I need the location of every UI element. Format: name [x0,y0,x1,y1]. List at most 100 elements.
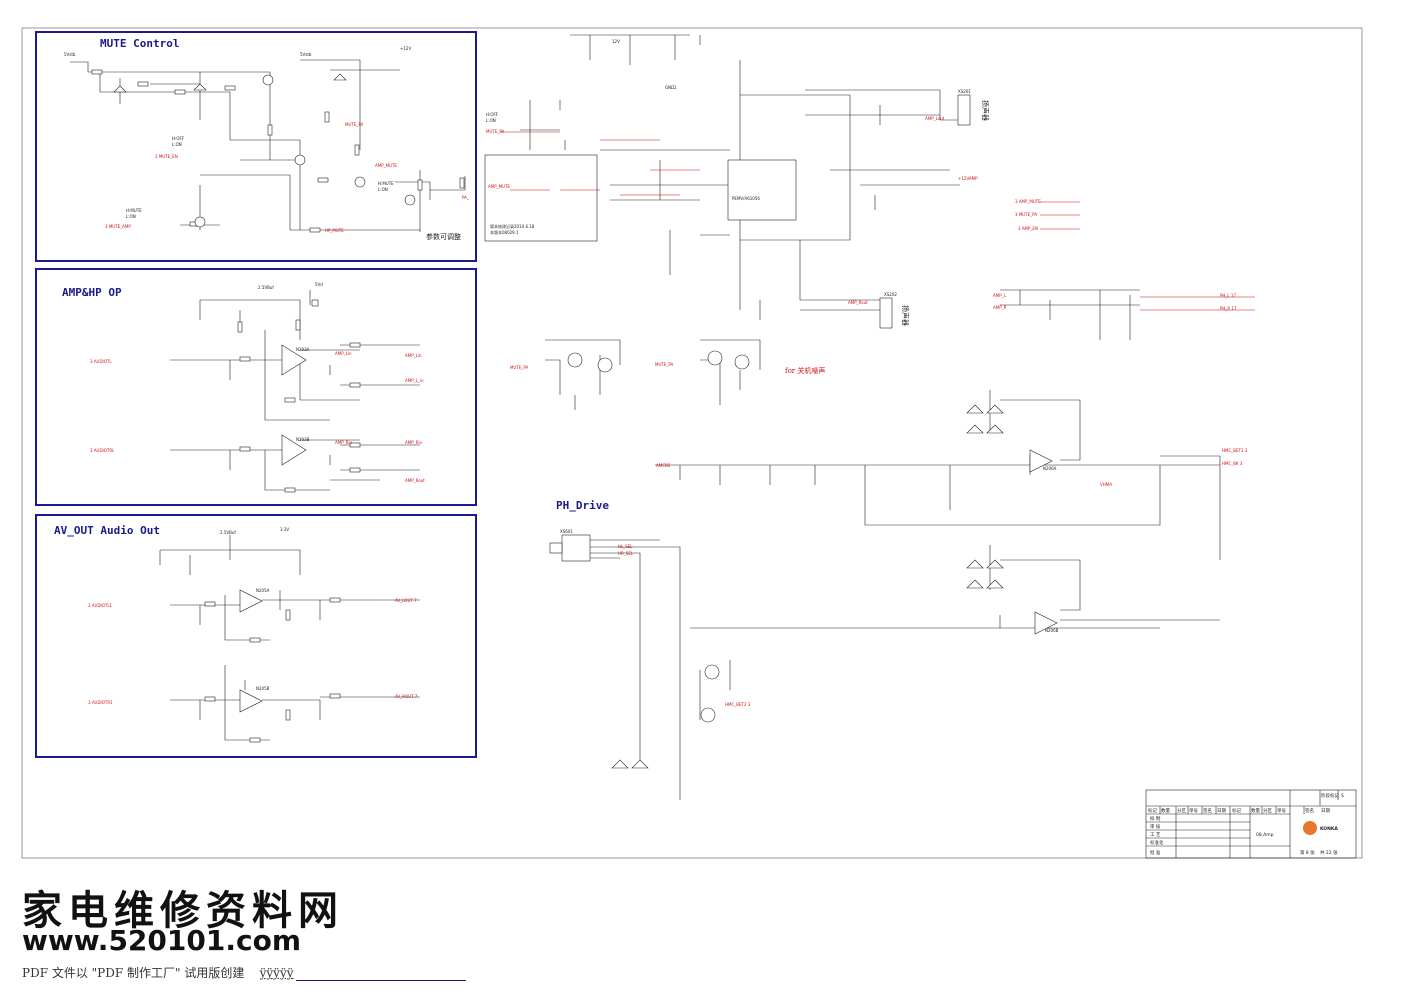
tb-stage: 阶段标记 [1321,792,1339,799]
svg-text:3 AMP_EN: 3 AMP_EN [1018,226,1038,231]
svg-text:3 AUDIOTR1: 3 AUDIOTR1 [88,700,113,705]
svg-text:AMP_L: AMP_L [993,293,1007,298]
watermark-cn: 家电维修资料网 [22,887,344,934]
svg-text:MUTE_PA: MUTE_PA [510,365,529,370]
svg-text:12V: 12V [612,39,620,44]
svg-text:HMC_BK 3: HMC_BK 3 [1222,461,1243,466]
conn2-label: XS202 [884,292,897,297]
tb-header-6: 标记 [1232,807,1241,814]
svg-text:AMP_Rout: AMP_Rout [405,478,425,483]
svg-text:AMP_Lin: AMP_Lin [405,353,422,358]
svg-text:AMP_Lout: AMP_Lout [925,116,945,121]
mute-control-box [35,31,477,262]
op4-label: N205B [256,686,270,691]
svg-text:2.5VBuf: 2.5VBuf [258,285,274,290]
version-note-box [484,154,598,242]
tb-header-4: 签名 [1203,807,1212,814]
svg-text:VHMA: VHMA [1100,482,1112,487]
svg-text:3 MUTE_PA: 3 MUTE_PA [1015,212,1037,217]
svg-text:AMP_Rout: AMP_Rout [848,300,868,305]
amp-hp-op-title: AMP&HP OP [62,286,122,299]
op6-label: N206B [1045,628,1059,633]
svg-text:扬声器: 扬声器 [981,100,990,121]
tb-company: KONKA [1320,826,1338,832]
tb-header-9: 单号 [1277,807,1286,814]
pdf-note-text: PDF 文件以 "PDF 制作工厂" 试用版创建 [22,966,245,980]
op5-label: N206A [1043,466,1057,471]
pdf-note: PDF 文件以 "PDF 制作工厂" 试用版创建 ÿÿÿÿÿ [22,964,294,981]
svg-text:3.3V: 3.3V [280,527,289,532]
net-mute-pa: MUTE_PA [486,129,505,134]
tb-row-3: 标准化 [1150,839,1164,846]
svg-text:HP_MUTE: HP_MUTE [325,228,344,233]
av-out-title: AV_OUT Audio Out [54,524,160,537]
svg-text:AMCBS: AMCBS [656,463,671,468]
svg-text:3 MUTE_AMP: 3 MUTE_AMP [105,224,131,229]
tb-header-2: 分区 [1177,807,1186,814]
av-out-box [35,514,477,758]
svg-text:AV_ROUT 7: AV_ROUT 7 [395,694,418,699]
svg-text:3 MUTE_EN: 3 MUTE_EN [155,154,178,159]
svg-text:AV_LOUT 7: AV_LOUT 7 [395,598,417,603]
konka-logo-icon [1303,821,1317,835]
svg-text:3 AUDIOTL1: 3 AUDIOTL1 [88,603,113,608]
av-out-circuit: N205A N205B 3 AUDIOTL1 3 AUDIOTR1 AV_LOU… [88,527,420,743]
tb-header-7: 数量 [1251,807,1260,814]
svg-text:AMP_Rin: AMP_Rin [405,440,422,445]
amp-hp-op-circuit: N203A N203B 3 AUDIOTL 3 AUDIOTRL AMP_Lin… [90,282,425,493]
tb-total: 共 22 张 [1320,849,1338,856]
svg-text:+12V: +12V [400,46,411,51]
right-net-labels: 3 AMP_MUTE 3 MUTE_PA 3 AMP_EN AMP_L AMP_… [993,199,1255,340]
svg-text:MUTE_PA: MUTE_PA [345,122,364,127]
op3-label: N205A [256,588,270,593]
jack-label: XS601 [560,529,573,534]
power-noise-circuit: MUTE_PA MUTE_PA [510,339,761,410]
amplifier-ic-region: PEMV/A61056 XS201 XS202 扬声器 扬声器 MUTE_PA … [486,34,990,329]
svg-text:5Vd: 5Vd [315,282,323,287]
mute-control-circuit: 3 MUTE_EN 3 MUTE_AMP AMP_MUTE MUTE_PA PA… [64,46,470,233]
tb-row-0: 拟 制 [1150,815,1161,822]
svg-text:+12VAMP: +12VAMP [958,176,978,181]
amp-ic-label: PEMV/A61056 [732,196,760,201]
tb-row-2: 工 艺 [1150,832,1161,838]
svg-text:HMC_BET1 3: HMC_BET1 3 [1222,448,1248,453]
tb-header-0: 标记 [1148,807,1157,814]
mute-control-title: MUTE Control [100,37,179,50]
ph-drive-circuit: XS601 N206A N206B HL_SEL HR_SEL AMCBS HM… [549,390,1248,800]
note-param-adjust: 参数可调整 [426,232,461,241]
svg-text:HR_SEL: HR_SEL [618,551,634,556]
tb-drawing-name: 08.Amp [1256,832,1274,838]
svg-text:3 AMP_MUTE: 3 AMP_MUTE [1015,199,1041,204]
svg-text:PH_R 17: PH_R 17 [1220,306,1237,311]
svg-text:AMP_MUTE: AMP_MUTE [375,163,397,168]
svg-text:MUTE_PA: MUTE_PA [655,362,674,367]
tb-header-3: 单号 [1189,807,1198,814]
tb-sheet: 第 8 张 [1300,849,1315,856]
watermark-url: www.520101.com [22,924,301,957]
svg-text:扬声器: 扬声器 [901,305,910,326]
svg-text:3 AUDIOTRL: 3 AUDIOTRL [90,448,115,453]
svg-text:AMP_Rin: AMP_Rin [335,440,352,445]
tb-row-1: 审 核 [1150,823,1161,830]
conn1-label: XS201 [958,89,971,94]
op1-label: N203A [296,347,310,352]
svg-text:2.5VBuf: 2.5VBuf [220,530,236,535]
svg-text:5Vstb: 5Vstb [64,52,76,57]
pdf-note-link[interactable]: ÿÿÿÿÿ [259,966,294,980]
net-amp-mute: AMP_MUTE [488,184,510,189]
tb-header-1: 数量 [1161,807,1170,814]
tb-row-4: 批 准 [1150,849,1161,856]
svg-text:HMC_BET2 3: HMC_BET2 3 [725,702,751,707]
tb-header-10: 签名 [1305,807,1314,814]
tb-stage-val: S [1341,793,1344,799]
svg-text:AMP_R: AMP_R [993,305,1007,310]
svg-text:PA_: PA_ [462,195,470,200]
amp-hp-op-box [35,268,477,506]
svg-text:AMP_Lin: AMP_Lin [335,351,352,356]
